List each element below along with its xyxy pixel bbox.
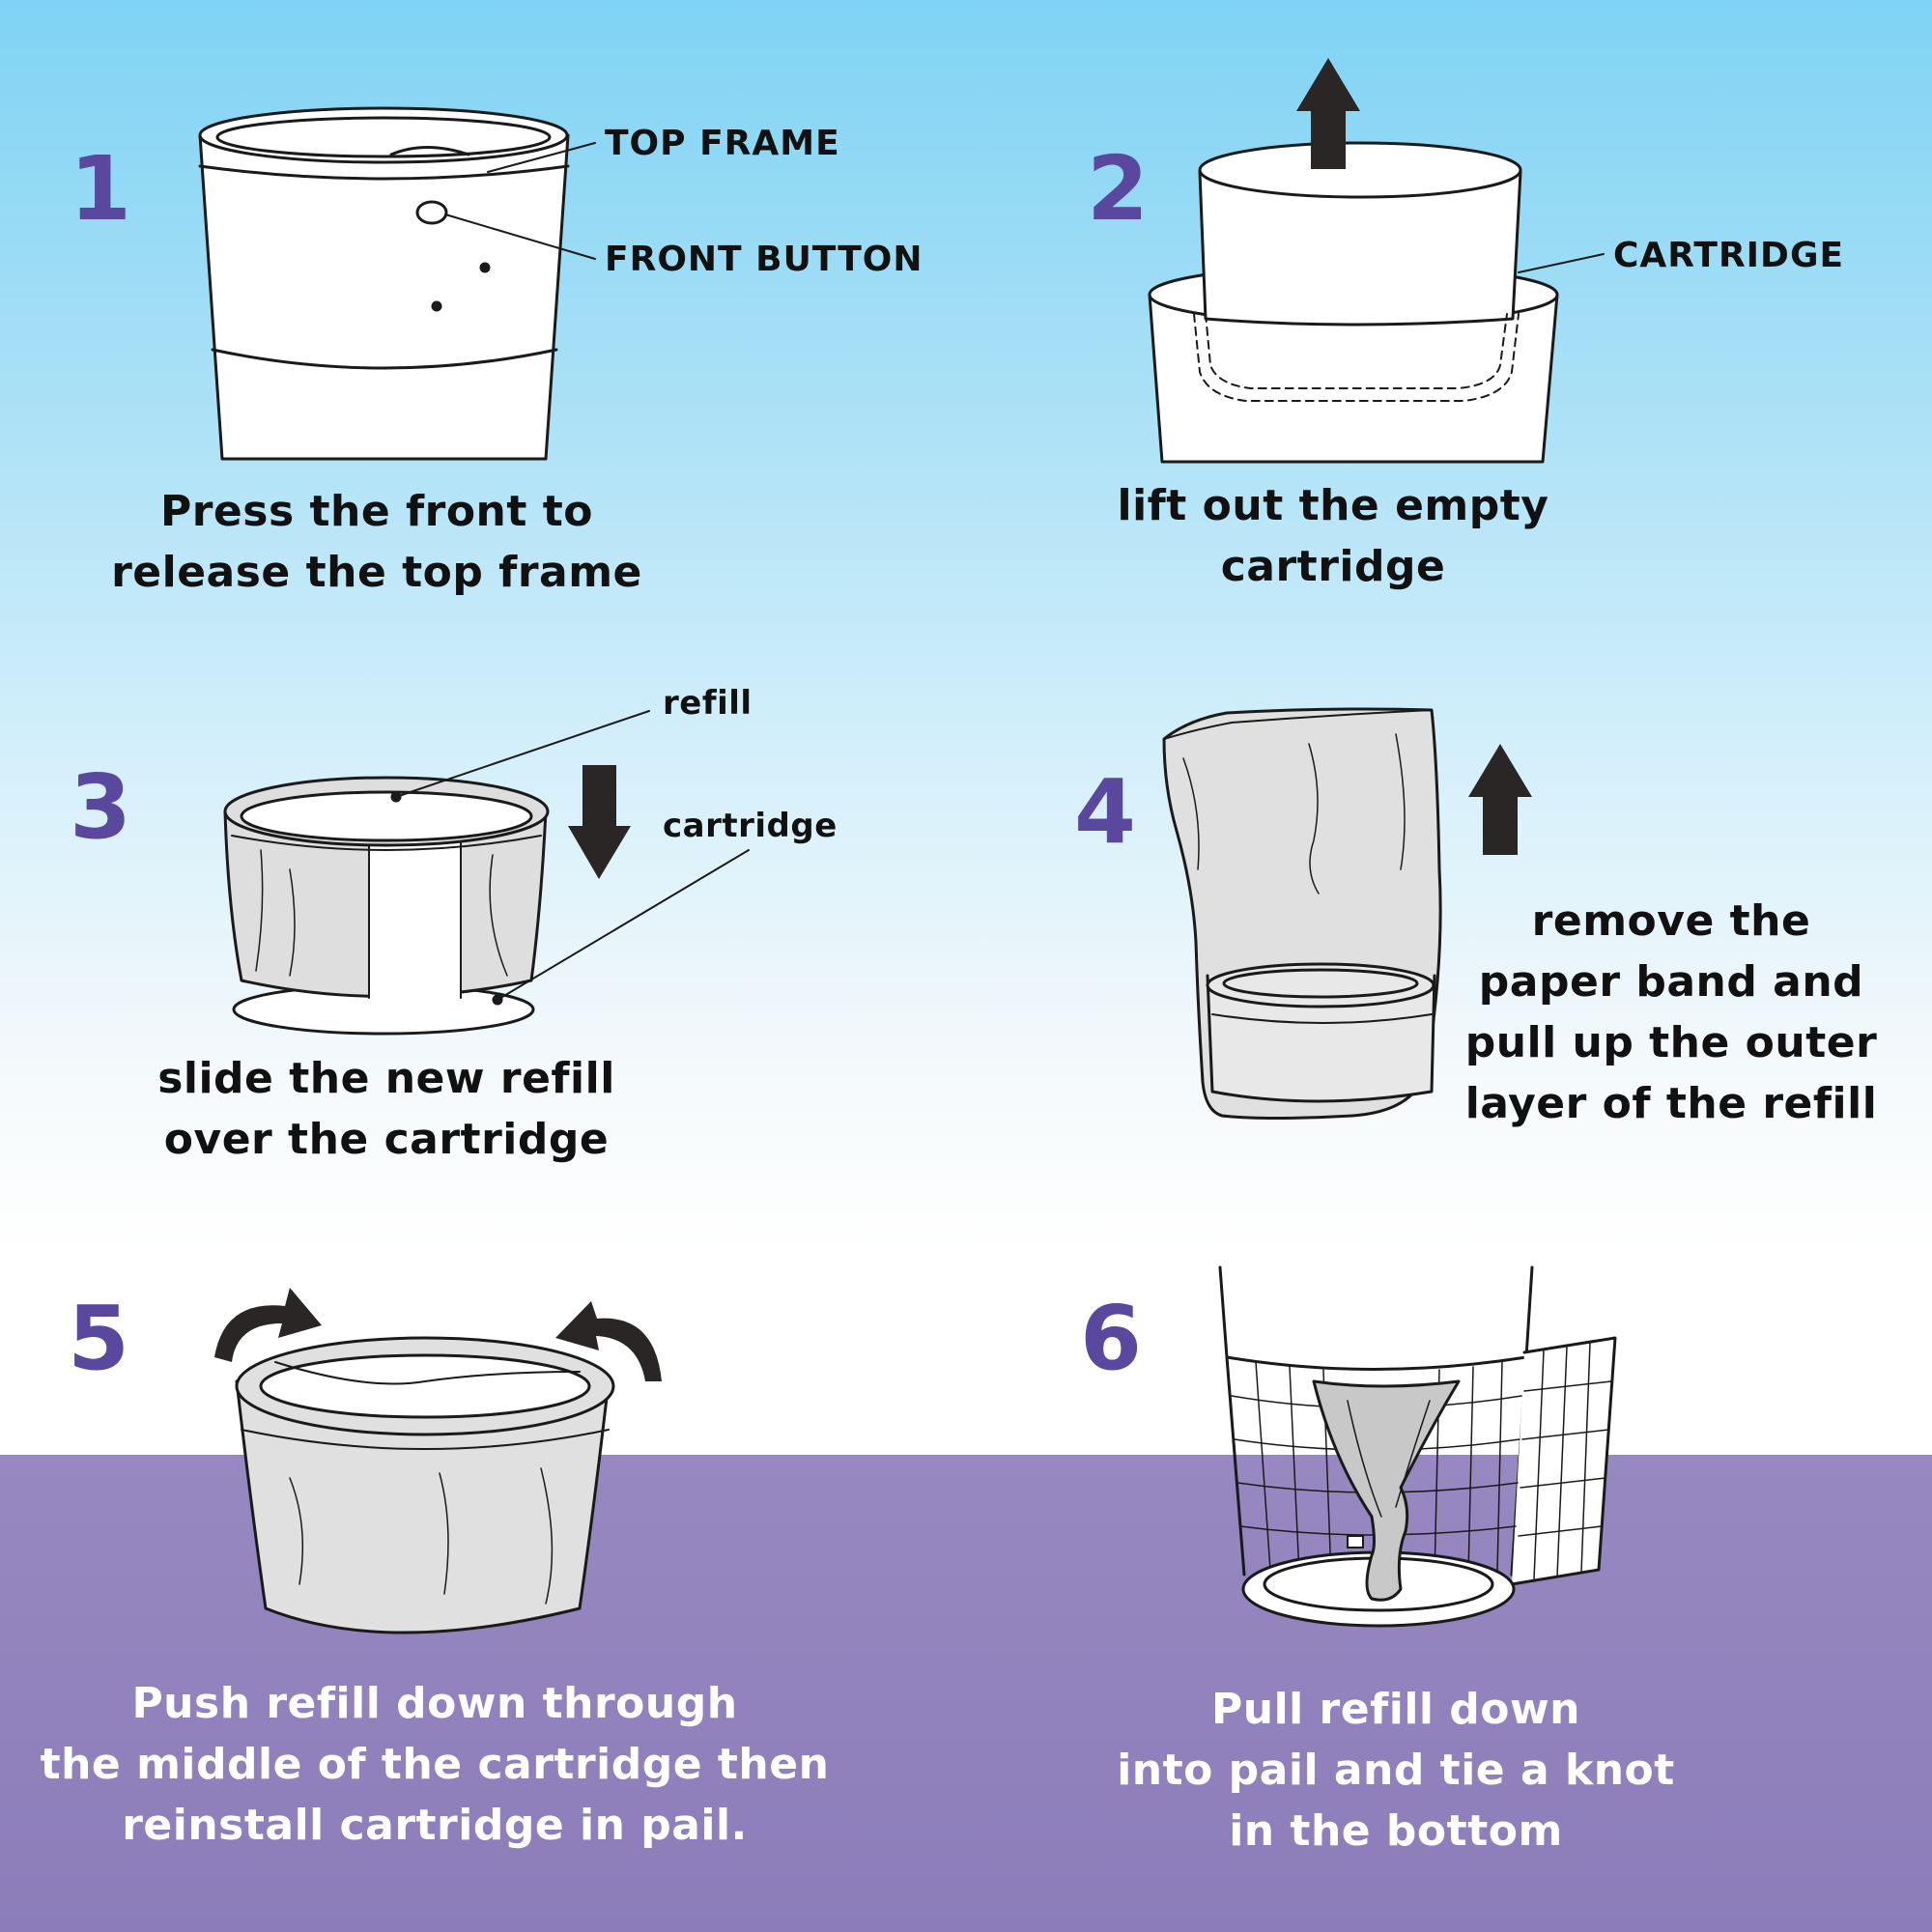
front-button-shape (415, 200, 448, 225)
step-1-number: 1 (70, 137, 132, 241)
step-5-number: 5 (68, 1287, 130, 1390)
step-2-number: 2 (1087, 137, 1150, 241)
top-frame-label: TOP FRAME (605, 124, 840, 163)
refill-label: refill (663, 684, 753, 723)
down-arrow-icon (568, 765, 631, 879)
step-6-number: 6 (1080, 1287, 1143, 1390)
curved-arrow-icon (214, 1288, 322, 1362)
step-3-caption: slide the new refill over the cartridge (157, 1054, 615, 1164)
cartridge-label: CARTRIDGE (1613, 236, 1845, 275)
up-arrow-icon (1468, 744, 1532, 855)
cartridge-lift-illustration (1148, 141, 1605, 464)
step-6-caption: Pull refill down into pail and tie a kno… (1117, 1685, 1675, 1856)
step-5-caption: Push refill down through the middle of t… (40, 1679, 830, 1850)
pail-with-knot-illustration (1218, 1265, 1617, 1628)
up-arrow-icon (1296, 58, 1360, 169)
cartridge-small-label: cartridge (663, 807, 838, 845)
step-4-number: 4 (1074, 760, 1137, 864)
step-4-caption: remove the paper band and pull up the ou… (1464, 896, 1878, 1128)
step-2-caption: lift out the empty cartridge (1117, 481, 1549, 591)
pull-up-refill-illustration (1162, 707, 1442, 1120)
step-3-number: 3 (70, 755, 132, 859)
step-1-caption: Press the front to release the top frame (111, 487, 642, 597)
refill-over-cartridge-illustration (223, 710, 750, 1036)
curved-arrow-icon (555, 1301, 662, 1381)
push-refill-down-illustration (235, 1336, 615, 1634)
front-button-label: FRONT BUTTON (605, 240, 923, 279)
pail-illustration (198, 106, 596, 461)
